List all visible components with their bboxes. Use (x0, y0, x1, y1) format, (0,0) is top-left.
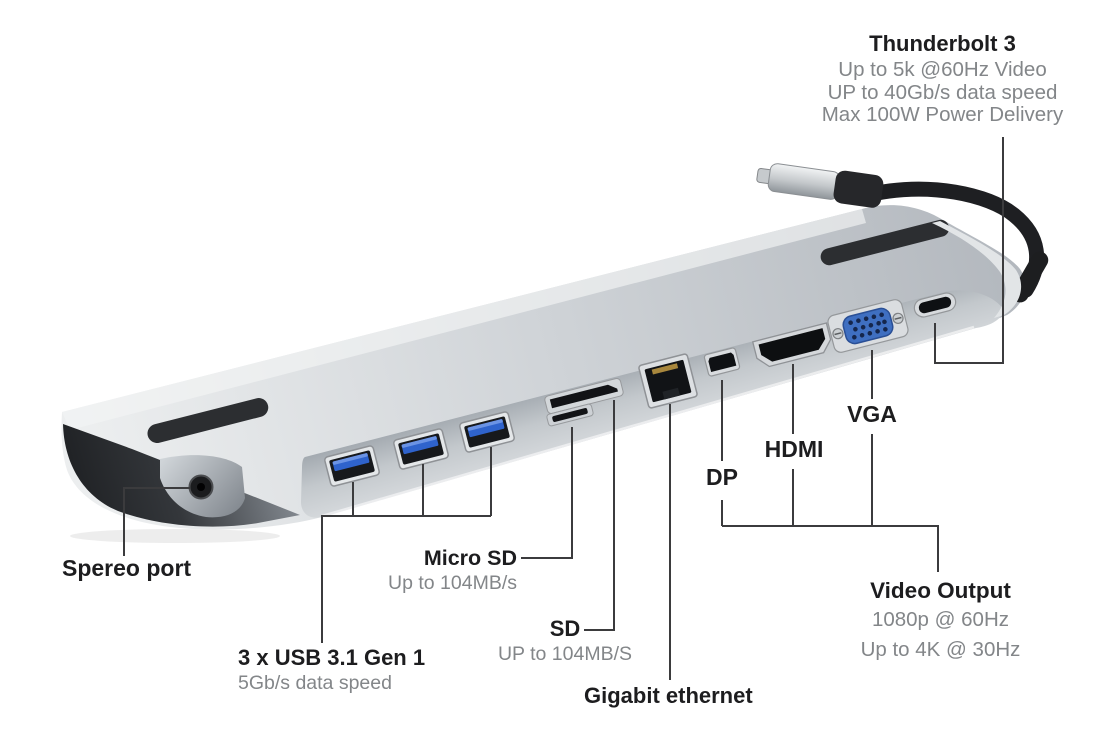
usb-a-port-1 (324, 445, 380, 487)
usb-spec: 5Gb/s data speed (238, 672, 392, 694)
label-hdmi: HDMI (755, 437, 833, 462)
label-usb: 3 x USB 3.1 Gen 1 5Gb/s data speed (238, 645, 425, 696)
top-edge-highlight (62, 209, 866, 430)
label-video-output: Video Output 1080p @ 60Hz Up to 4K @ 30H… (818, 576, 1063, 665)
vga-pin-holes (848, 312, 888, 340)
line-micro-sd (521, 427, 573, 559)
foot-shadow (70, 529, 280, 543)
ethernet-title: Gigabit ethernet (584, 683, 753, 708)
rubber-strip-left (147, 398, 269, 443)
label-dp: DP (694, 465, 750, 490)
stereo-jack-hole (197, 483, 205, 491)
line-sd (584, 400, 615, 631)
label-micro-sd: Micro SD Up to 104MB/s (355, 546, 517, 596)
line-video-output (722, 525, 939, 572)
annotation-lines (123, 137, 1004, 680)
sd-title: SD (549, 616, 581, 641)
stereo-title: Spereo port (62, 555, 192, 581)
line-usb (321, 447, 492, 643)
usb-title: 3 x USB 3.1 Gen 1 (238, 645, 426, 670)
mini-displayport (703, 347, 741, 377)
label-stereo-port: Spereo port (62, 556, 191, 581)
thunderbolt-title: Thunderbolt 3 (869, 31, 1016, 56)
label-vga: VGA (833, 402, 911, 427)
dock-device (61, 205, 1026, 543)
video-output-spec-1: 1080p @ 60Hz (871, 608, 1010, 631)
line-thunderbolt (934, 137, 1004, 364)
micro-sd-slot (546, 403, 594, 427)
stereo-jack (188, 474, 214, 500)
vga-title: VGA (847, 401, 897, 427)
usb-a-tongue-highlight (332, 453, 368, 465)
thunderbolt-spec-1: Up to 5k @60Hz Video (838, 58, 1047, 81)
ethernet-port (638, 353, 698, 409)
usb-c-plug (756, 163, 884, 208)
vga-port (827, 299, 909, 353)
label-sd: SD UP to 104MB/S (480, 616, 650, 667)
usb-a-port-2 (393, 428, 449, 470)
dp-title: DP (706, 464, 738, 490)
line-stereo (123, 487, 190, 556)
front-bottom-lip (321, 325, 975, 518)
micro-sd-title: Micro SD (423, 546, 517, 570)
thunderbolt-spec-3: Max 100W Power Delivery (821, 103, 1064, 126)
vga-face (842, 307, 894, 345)
plug-collar (833, 170, 884, 208)
micro-sd-spec: Up to 104MB/s (388, 572, 517, 594)
video-output-title: Video Output (870, 578, 1011, 603)
rubber-strip-right (820, 219, 950, 266)
plug-barrel (767, 163, 841, 200)
usb-a-port-3 (459, 411, 515, 453)
thunderbolt-spec-2: UP to 40Gb/s data speed (827, 80, 1058, 104)
label-thunderbolt: Thunderbolt 3 Up to 5k @60Hz Video UP to… (790, 31, 1095, 127)
hdmi-title: HDMI (764, 436, 824, 462)
label-ethernet: Gigabit ethernet (584, 683, 753, 708)
sd-spec: UP to 104MB/S (497, 643, 633, 665)
video-output-spec-2: Up to 4K @ 30Hz (860, 638, 1021, 661)
hdmi-port (751, 322, 832, 368)
usb-c-port (913, 292, 957, 318)
dock-body (61, 205, 1026, 530)
